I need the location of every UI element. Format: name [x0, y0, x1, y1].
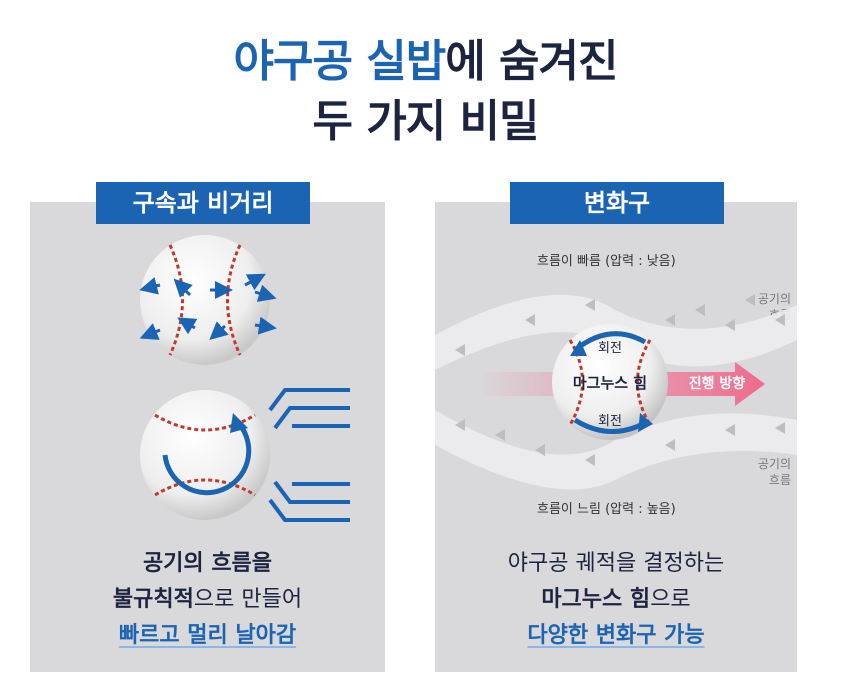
right-caption-line2: 마그누스 힘으로: [541, 587, 691, 612]
arrow-icon: [268, 388, 350, 522]
arrow-icon: [455, 294, 785, 466]
slow-flow-label: 흐름이 느림 (압력 : 높음): [537, 502, 676, 517]
baseball-icon: [140, 235, 270, 365]
left-tag: 구속과 비거리: [96, 182, 310, 224]
left-caption-line2: 불규칙적으로 만들어: [112, 587, 303, 612]
left-caption-line3: 빠르고 멀리 날아감: [118, 623, 297, 648]
right-caption-line3: 다양한 변화구 가능: [527, 623, 705, 648]
right-tag: 변화구: [510, 182, 724, 224]
magnus-label: 마그누스 힘: [573, 374, 647, 392]
rotation-arrow-icon: [162, 413, 252, 496]
left-caption: 공기의 흐름을 불규칙적으로 만들어 빠르고 멀리 날아감: [30, 546, 385, 654]
left-caption-line1: 공기의 흐름을: [142, 551, 273, 576]
title-highlight: 야구공 실밥: [233, 36, 447, 87]
air-flow-label-bottom: 공기의 흐름: [757, 457, 791, 487]
fast-flow-label: 흐름이 빠름 (압력 : 낮음): [537, 254, 676, 269]
direction-label: 진행 방향: [689, 375, 746, 392]
right-caption: 야구공 궤적을 결정하는 마그누스 힘으로 다양한 변화구 가능: [435, 546, 797, 654]
right-caption-line1: 야구공 궤적을 결정하는: [507, 551, 725, 576]
page-title-line2: 두 가지 비밀: [312, 96, 539, 147]
right-illustration: 회전 마그누스 힘 회전 진행 방향: [435, 294, 797, 490]
page-title-line1: 야구공 실밥에 숨겨진: [0, 36, 851, 88]
title-rest: 에 숨겨진: [445, 36, 618, 87]
rotation-arrow-icon: [570, 331, 653, 434]
arrow-icon: [139, 273, 277, 340]
rotation-bottom-label: 회전: [598, 414, 622, 429]
left-illustration: [139, 235, 350, 522]
rotation-top-label: 회전: [598, 341, 622, 356]
